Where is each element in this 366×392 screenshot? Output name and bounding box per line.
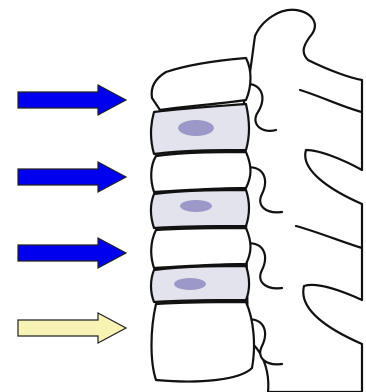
nucleus-pulposus-1	[178, 120, 214, 136]
arrow-level-1-icon	[18, 85, 126, 115]
nucleus-pulposus-3	[174, 278, 206, 290]
arrow-level-3-icon	[18, 238, 126, 268]
arrow-level-4-icon	[18, 313, 126, 343]
vertebral-body-3	[151, 228, 250, 268]
vertebral-column	[151, 10, 362, 392]
arrows-group	[18, 85, 126, 343]
arrow-level-2-icon	[18, 162, 126, 192]
vertebral-body-4	[152, 302, 255, 382]
vertebral-body-2	[151, 152, 250, 192]
vertebral-body-1	[152, 58, 251, 110]
nucleus-pulposus-2	[180, 200, 212, 212]
